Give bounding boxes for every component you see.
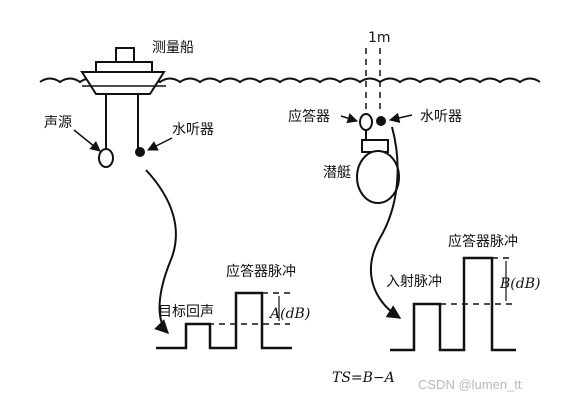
- target-strength-formula: TS=B−A: [332, 370, 395, 386]
- distance-label: 1m: [368, 30, 391, 46]
- waveform-left: [156, 291, 292, 350]
- signal-path-right: [369, 126, 402, 319]
- transponder-pointer: [340, 113, 359, 124]
- source-label: 声源: [44, 115, 72, 131]
- transponder-label: 应答器: [288, 108, 330, 125]
- hydrophone-left-pointer: [147, 137, 173, 151]
- transponder-icon: [359, 113, 373, 131]
- level-b-label: B(dB): [499, 276, 540, 292]
- watermark: CSDN @lumen_tt: [418, 377, 522, 392]
- target-echo-label: 目标回声: [158, 304, 214, 320]
- incident-pulse-label: 入射脉冲: [386, 274, 442, 290]
- source-pointer: [73, 129, 101, 152]
- hydrophone-right-label: 水听器: [420, 109, 462, 125]
- submarine-icon: [356, 139, 400, 204]
- transponder-pulse-right-label: 应答器脉冲: [448, 233, 518, 250]
- level-a-label: A(dB): [268, 306, 310, 322]
- transponder-pulse-left-label: 应答器脉冲: [226, 263, 296, 280]
- hydrophone-right-pointer: [388, 112, 413, 124]
- hydrophone-left-label: 水听器: [172, 122, 214, 138]
- waveform-right: [390, 256, 516, 352]
- submarine-label: 潜艇: [323, 165, 351, 181]
- hydrophone-right-icon: [376, 116, 386, 126]
- sound-source-icon: [98, 148, 114, 168]
- survey-ship: [80, 47, 166, 95]
- hydrophone-left-icon: [135, 147, 145, 157]
- ship-label: 测量船: [152, 40, 194, 56]
- signal-path-left: [145, 169, 177, 334]
